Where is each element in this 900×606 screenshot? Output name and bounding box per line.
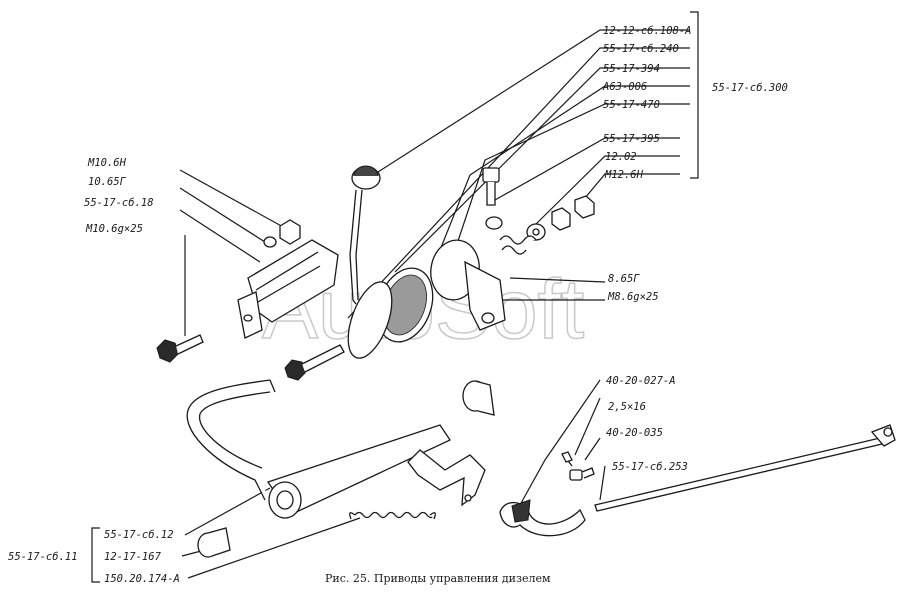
label-40-20-035: 40-20-035 (606, 427, 663, 439)
label-40-20-027-a: 40-20-027-А (606, 375, 676, 387)
z-bracket (407, 449, 486, 507)
label-10-65g: 10.65Г (88, 176, 127, 188)
label-55-17-sb-300: 55-17-сб.300 (712, 82, 788, 94)
bushing (462, 380, 495, 416)
label-55-17-sb-240: 55-17-сб.240 (603, 43, 679, 55)
bolt-m12 (482, 167, 500, 206)
bolt-m10 (156, 334, 204, 363)
label-12-12-sb-108a: 12-12-сб.108-А (603, 25, 692, 37)
label-m8-6g-25: М8.6g×25 (607, 291, 659, 303)
label-a63-006: А63-006 (602, 81, 647, 93)
label-55-17-sb-12: 55-17-сб.12 (104, 529, 174, 541)
part-labels: 12-12-сб.108-А 55-17-сб.240 55-17-394 А6… (8, 25, 788, 585)
bolt-m8 (284, 344, 345, 381)
label-2-5x16: 2,5×16 (608, 401, 646, 413)
return-spring (349, 511, 436, 520)
clevis-hook (499, 499, 586, 537)
label-55-17-470: 55-17-470 (603, 99, 660, 111)
bracket-plate (430, 239, 506, 331)
label-55-17-395: 55-17-395 (603, 133, 660, 145)
label-55-17-sb-18: 55-17-сб.18 (84, 197, 154, 209)
sleeve-clip (237, 239, 339, 339)
nut-m10 (263, 219, 301, 248)
washer-nut-group (485, 195, 595, 255)
label-m10-6n: М10.6Н (87, 157, 127, 169)
label-55-17-sb-253: 55-17-сб.253 (612, 461, 688, 473)
figure-caption: Рис. 25. Приводы управления дизелем (325, 572, 551, 585)
friction-disk (347, 267, 434, 359)
label-8-65g: 8.65Г (608, 273, 640, 285)
pin-2-5 (561, 451, 573, 467)
label-55-17-394: 55-17-394 (603, 63, 660, 75)
bushing-bottom (197, 527, 231, 558)
label-12-17-167: 12-17-167 (104, 551, 162, 563)
label-m12-6n: М12.6Н (604, 169, 644, 181)
pedal-lever (186, 379, 451, 519)
label-m10-6g-25: М10.6g×25 (85, 223, 143, 235)
control-rod (594, 424, 896, 512)
lever-assembly (349, 165, 381, 305)
small-bolt (569, 467, 595, 481)
label-55-17-sb-11: 55-17-сб.11 (8, 551, 78, 563)
label-150-20-174-a: 150.20.174-А (104, 573, 180, 585)
label-12-02: 12.02 (605, 151, 637, 163)
